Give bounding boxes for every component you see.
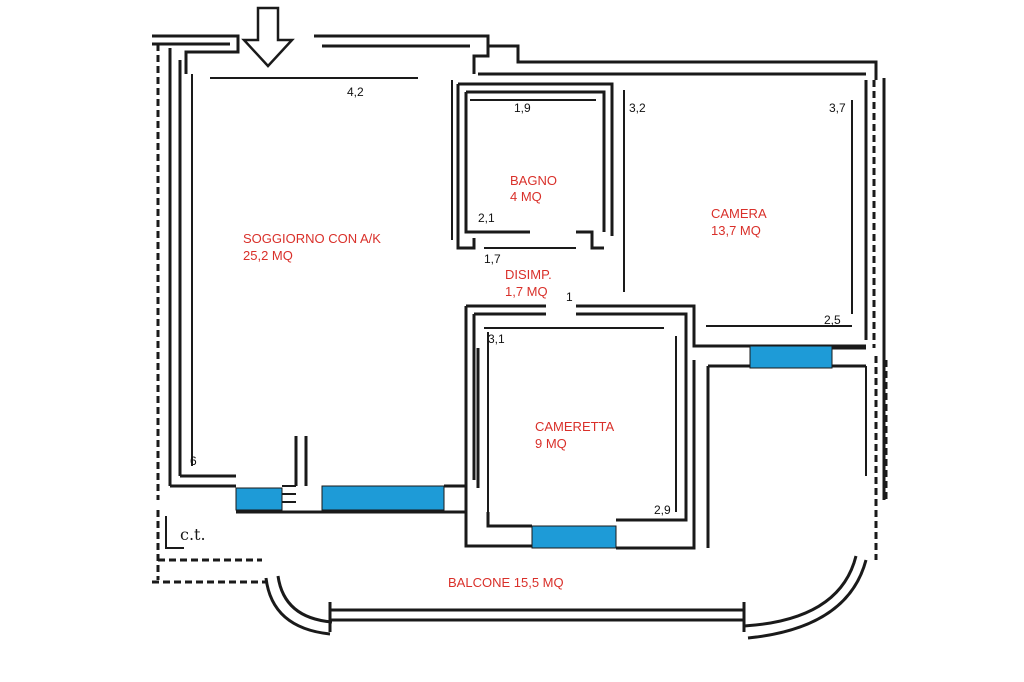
window-soggiorno-2 bbox=[321, 485, 445, 511]
dim-soggiorno-width: 4,2 bbox=[347, 85, 364, 99]
dimension-labels: 4,2 6 1,9 2,1 1,7 1 3,2 3,7 2,5 3,1 2,9 bbox=[190, 85, 846, 517]
interior-walls bbox=[191, 74, 888, 560]
room-labels: SOGGIORNO CON A/K 25,2 MQ BAGNO 4 MQ CAM… bbox=[243, 173, 767, 590]
room-balcone-name: BALCONE 15,5 MQ bbox=[448, 575, 564, 590]
dim-camera-bottom: 2,5 bbox=[824, 313, 841, 327]
dim-bagno-depth: 2,1 bbox=[478, 211, 495, 225]
room-camera-name: CAMERA bbox=[711, 206, 767, 221]
room-disimpegno-area: 1,7 MQ bbox=[505, 284, 548, 299]
room-soggiorno-name: SOGGIORNO CON A/K bbox=[243, 231, 381, 246]
dim-soggiorno-depth: 6 bbox=[190, 454, 197, 468]
room-bagno-area: 4 MQ bbox=[510, 189, 542, 204]
technical-mark: c.t. bbox=[180, 525, 206, 544]
dim-disimpegno-width: 1,7 bbox=[484, 252, 501, 266]
entrance-arrow-icon bbox=[241, 6, 295, 68]
room-disimpegno-name: DISIMP. bbox=[505, 267, 552, 282]
outer-walls bbox=[152, 34, 886, 580]
room-cameretta-area: 9 MQ bbox=[535, 436, 567, 451]
balcony-outline bbox=[152, 555, 868, 640]
window-soggiorno-1 bbox=[235, 487, 283, 511]
dim-cameretta-top: 3,1 bbox=[488, 332, 505, 346]
window-cameretta bbox=[531, 525, 617, 549]
room-cameretta-name: CAMERETTA bbox=[535, 419, 615, 434]
dim-cameretta-bottom: 2,9 bbox=[654, 503, 671, 517]
windows bbox=[235, 345, 833, 549]
window-camera bbox=[749, 345, 833, 369]
technical-mark-box bbox=[165, 516, 184, 549]
room-camera-area: 13,7 MQ bbox=[711, 223, 761, 238]
room-soggiorno-area: 25,2 MQ bbox=[243, 248, 293, 263]
dim-camera-right: 3,7 bbox=[829, 101, 846, 115]
dim-camera-left: 3,2 bbox=[629, 101, 646, 115]
dim-disimpegno-depth: 1 bbox=[566, 290, 573, 304]
room-bagno-name: BAGNO bbox=[510, 173, 557, 188]
dim-bagno-width: 1,9 bbox=[514, 101, 531, 115]
